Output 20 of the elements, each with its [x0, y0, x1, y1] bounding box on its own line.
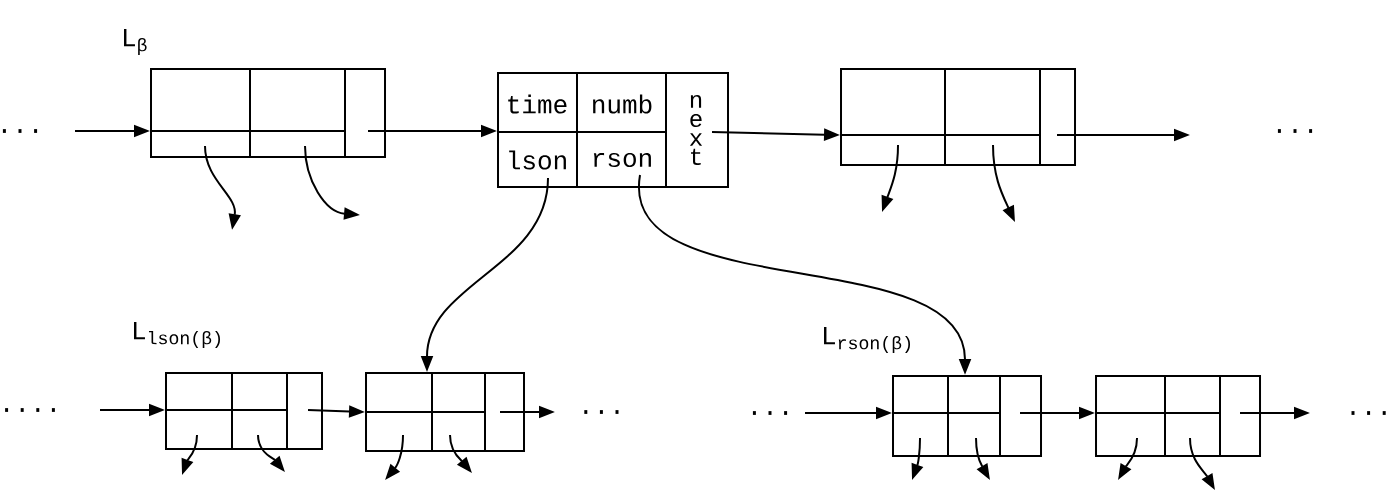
ellipsis: ... [1351, 411, 1386, 415]
field-label: rson [593, 152, 651, 168]
record-box [364, 371, 525, 453]
list-label: L$_{lson(β)}$ [134, 322, 220, 348]
record-box [164, 371, 323, 451]
list-label: L$_{β}$ [124, 29, 147, 55]
ellipsis: ... [2, 129, 38, 133]
field-label: next [689, 94, 703, 166]
ellipsis: .... [5, 408, 55, 412]
record-box [891, 374, 1042, 458]
record-box [839, 67, 1076, 167]
ellipsis: ... [1277, 129, 1313, 133]
ellipsis: ... [584, 410, 619, 414]
field-label: time [508, 94, 567, 114]
record-box [149, 67, 386, 159]
field-label: numb [593, 94, 652, 114]
list-label: L$_{rson(β)}$ [824, 327, 910, 353]
field-label: lson [509, 150, 566, 170]
record-box [1094, 374, 1261, 458]
ellipsis: ... [752, 411, 788, 415]
